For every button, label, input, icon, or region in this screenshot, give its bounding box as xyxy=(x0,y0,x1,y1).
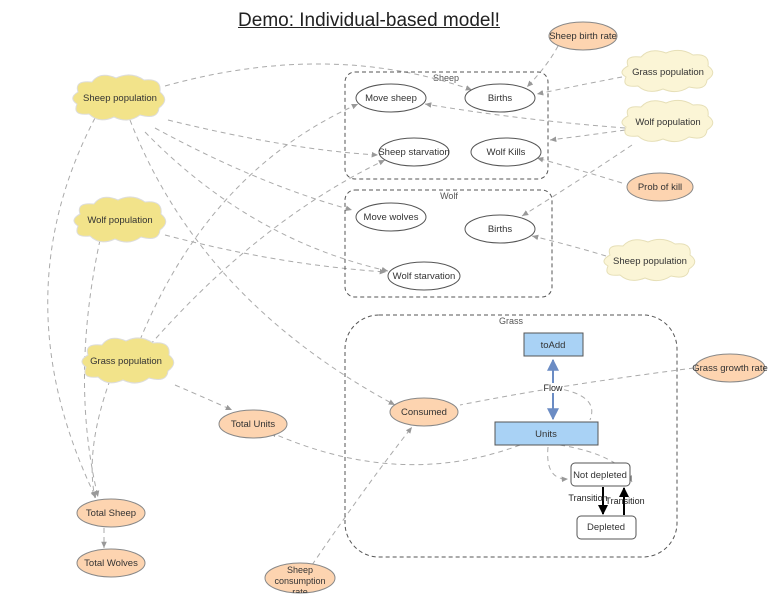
edge-grass-pop-to-sheep-starvation xyxy=(149,159,386,346)
state-not-depleted[interactable]: Not depleted xyxy=(570,462,631,487)
edge-sheep-birth-rate-to-births xyxy=(526,45,559,88)
group-grass-label: Grass xyxy=(499,316,524,326)
cloud-sheep-population-right-label: Sheep population xyxy=(613,256,687,267)
var-consumed-label: Consumed xyxy=(401,407,447,418)
flow-label: Flow xyxy=(543,383,563,393)
action-wolf-births-label: Births xyxy=(488,224,513,235)
cloud-grass-population-left[interactable]: Grass population xyxy=(81,337,175,384)
edge-sheep-pop-to-sheep-starvation xyxy=(167,119,379,158)
var-grass-growth-rate[interactable]: Grass growth rate xyxy=(692,353,768,383)
stock-to-add[interactable]: toAdd xyxy=(523,332,584,357)
group-grass: Grass xyxy=(344,314,678,558)
action-wolf-starvation[interactable]: Wolf starvation xyxy=(387,261,461,291)
flow-edge[interactable]: Flow xyxy=(543,358,563,421)
var-sheep-consumption-rate[interactable]: Sheep consumption rate xyxy=(264,562,336,594)
edge-sheep-pop-to-move-wolves xyxy=(154,127,353,212)
group-wolf: Wolf xyxy=(344,189,553,298)
diagram-title: Demo: Individual-based model! xyxy=(238,10,500,31)
edge-sheep-pop-to-total-sheep xyxy=(47,117,97,499)
edge-prob-kill-to-wolf-kills xyxy=(536,156,623,184)
cloud-sheep-population-left-label: Sheep population xyxy=(83,93,157,104)
var-total-sheep[interactable]: Total Sheep xyxy=(76,498,146,528)
cloud-grass-population-left-label: Grass population xyxy=(90,356,162,367)
action-sheep-births-label: Births xyxy=(488,93,513,104)
action-sheep-starvation-label: Sheep starvation xyxy=(378,147,449,158)
transition-depleted-to-not-depleted[interactable]: Transition xyxy=(605,487,645,515)
transition-not-depleted-to-depleted[interactable]: Transition xyxy=(568,487,608,515)
cloud-grass-population-right-label: Grass population xyxy=(632,67,704,78)
state-not-depleted-label: Not depleted xyxy=(573,470,627,481)
stock-units-label: Units xyxy=(535,429,557,440)
var-prob-of-kill-label: Prob of kill xyxy=(638,182,682,193)
edge-sheep-pop-to-consumed xyxy=(129,119,396,406)
group-wolf-label: Wolf xyxy=(440,191,458,201)
state-depleted[interactable]: Depleted xyxy=(576,515,637,540)
action-wolf-starvation-label: Wolf starvation xyxy=(393,271,456,282)
var-grass-growth-rate-label: Grass growth rate xyxy=(692,363,768,374)
edge-grass-growth-to-consumed xyxy=(459,367,695,406)
edge-wolf-pop-to-wolf-starvation xyxy=(164,234,387,275)
edge-grass-pop-to-total-sheep xyxy=(90,379,111,499)
action-wolf-kills-label: Wolf Kills xyxy=(487,147,526,158)
cloud-grass-population-right[interactable]: Grass population xyxy=(621,49,714,93)
cloud-wolf-population-right-label: Wolf population xyxy=(635,117,700,128)
var-total-sheep-label: Total Sheep xyxy=(86,508,136,519)
edge-units-to-total-units xyxy=(269,431,521,466)
link-edges xyxy=(47,45,695,566)
edge-wolf-pop-right-to-move-sheep xyxy=(424,102,626,129)
stock-to-add-label: toAdd xyxy=(541,340,566,351)
edge-wolf-pop-to-total-sheep xyxy=(83,239,101,498)
action-move-sheep[interactable]: Move sheep xyxy=(355,83,427,113)
edge-sheep-pop-right-to-wolf-births xyxy=(531,234,607,257)
edge-grass-pop-to-total-units xyxy=(174,384,233,411)
edge-wolf-pop-right-to-wolf-kills xyxy=(549,129,626,142)
var-total-wolves[interactable]: Total Wolves xyxy=(76,548,146,578)
var-prob-of-kill[interactable]: Prob of kill xyxy=(626,172,694,202)
transition-2-label: Transition xyxy=(605,496,644,506)
action-move-wolves[interactable]: Move wolves xyxy=(355,202,427,232)
edge-sheep-pop-to-wolf-starvation xyxy=(144,131,389,273)
var-sheep-birth-rate[interactable]: Sheep birth rate xyxy=(548,21,618,51)
cloud-sheep-population-right[interactable]: Sheep population xyxy=(603,238,696,282)
var-consumed[interactable]: Consumed xyxy=(389,397,459,427)
edge-units-to-not-depleted xyxy=(547,446,569,483)
cloud-wolf-population-left-label: Wolf population xyxy=(87,215,152,226)
edge-grass-pop-right-to-births xyxy=(536,76,623,96)
var-total-wolves-label: Total Wolves xyxy=(84,558,138,569)
var-sheep-birth-rate-label: Sheep birth rate xyxy=(549,31,617,42)
edge-units-to-depleted xyxy=(559,444,633,483)
action-wolf-kills[interactable]: Wolf Kills xyxy=(470,137,542,167)
cloud-sheep-population-left[interactable]: Sheep population xyxy=(72,74,166,121)
edge-sheep-pop-to-births xyxy=(164,63,473,91)
edge-grass-pop-to-move-sheep xyxy=(139,103,359,341)
cloud-wolf-population-left[interactable]: Wolf population xyxy=(73,196,167,243)
transition-1-label: Transition xyxy=(568,493,607,503)
var-sheep-consumption-rate-label: Sheep consumption rate xyxy=(274,565,326,593)
action-wolf-births[interactable]: Births xyxy=(464,214,536,244)
group-sheep-label: Sheep xyxy=(433,73,459,83)
var-total-units-label: Total Units xyxy=(231,419,276,430)
action-move-sheep-label: Move sheep xyxy=(365,93,417,104)
action-sheep-starvation[interactable]: Sheep starvation xyxy=(378,137,450,167)
group-sheep: Sheep xyxy=(344,71,549,180)
action-move-wolves-label: Move wolves xyxy=(364,212,419,223)
action-sheep-births[interactable]: Births xyxy=(464,83,536,113)
cloud-wolf-population-right[interactable]: Wolf population xyxy=(621,99,714,143)
stock-units[interactable]: Units xyxy=(494,421,599,446)
edge-wolf-pop-right-to-wolf-births xyxy=(521,144,633,217)
var-total-units[interactable]: Total Units xyxy=(218,409,288,439)
edge-consumption-rate-to-consumed xyxy=(311,426,413,566)
state-depleted-label: Depleted xyxy=(587,522,625,533)
